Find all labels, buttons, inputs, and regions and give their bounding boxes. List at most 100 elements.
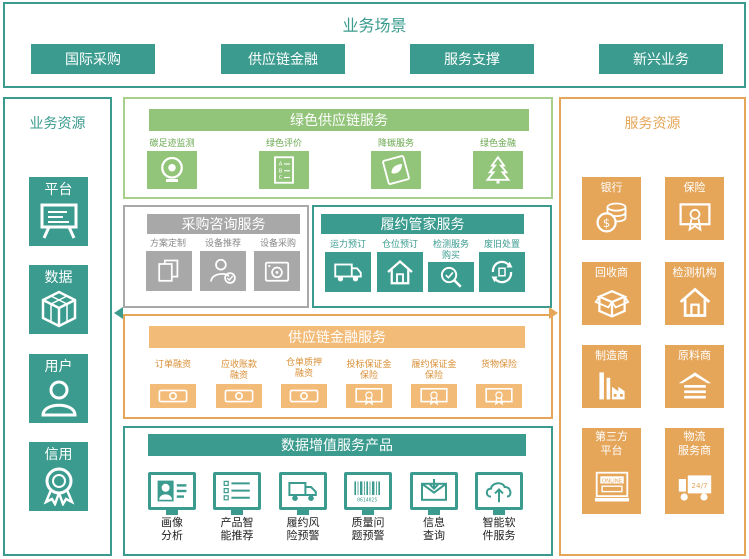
procure-item-equipment-recommend[interactable] xyxy=(200,251,246,291)
data-item-profile-label: 画像 分析 xyxy=(161,516,183,542)
scene-service-support[interactable]: 服务支撑 xyxy=(410,44,534,74)
finance-item-receivables[interactable] xyxy=(216,384,262,408)
online-label: ONLINE xyxy=(601,479,622,485)
data-item-smart-software-label: 智能软 件服务 xyxy=(482,516,516,542)
service-resources-title: 服务资源 xyxy=(624,116,681,132)
scene-international-procurement[interactable]: 国际采购 xyxy=(31,44,155,74)
service-manufacturer-label: 制造商 xyxy=(595,349,628,362)
green-item-carbon-footprint[interactable] xyxy=(147,151,197,189)
data-item-quality-alert-label: 质量问 题预警 xyxy=(351,516,385,542)
resource-data[interactable]: 数据 xyxy=(29,265,88,334)
data-item-profile[interactable] xyxy=(148,472,196,510)
procure-item-equipment-purchase[interactable] xyxy=(254,251,300,291)
finance-item-order[interactable] xyxy=(150,384,196,408)
finance-item-performance-bond-label: 履约保证金 保险 xyxy=(411,360,457,381)
fulfill-item-warehouse[interactable] xyxy=(377,252,423,292)
cloud-upload-icon xyxy=(485,482,512,503)
business-resources-title: 业务资源 xyxy=(29,116,86,132)
finance-item-warehouse-receipt[interactable] xyxy=(281,384,327,408)
magnifier-icon xyxy=(440,266,462,288)
service-manufacturer[interactable]: 制造商 xyxy=(582,345,641,408)
barcode-number: 0614025 xyxy=(357,497,377,503)
green-item-carbon-reduction[interactable] xyxy=(371,151,421,189)
business-scenes-panel xyxy=(3,2,746,88)
cash-icon xyxy=(224,389,254,403)
data-item-fulfillment-risk[interactable] xyxy=(279,472,327,510)
fulfill-item-transport[interactable] xyxy=(325,252,371,292)
arrow-left-icon xyxy=(114,307,123,319)
green-item-evaluation[interactable]: A B C xyxy=(259,151,309,189)
data-item-info-query[interactable] xyxy=(410,472,458,510)
resource-platform[interactable]: 平台 xyxy=(29,177,88,246)
resource-platform-label: 平台 xyxy=(44,182,73,198)
cube-icon xyxy=(41,290,77,328)
procurement-consulting-panel xyxy=(123,205,309,308)
resource-credit[interactable]: 信用 xyxy=(29,442,88,511)
list-icon xyxy=(223,480,250,501)
inbox-icon xyxy=(421,479,447,501)
service-third-party-platform[interactable]: 第三方 平台 ONLINE xyxy=(582,428,641,514)
data-value-added-title: 数据增值服务产品 xyxy=(148,434,526,456)
green-item-green-finance-label: 绿色金融 xyxy=(479,139,516,149)
certificate-icon xyxy=(355,388,383,406)
fulfill-item-inspection[interactable] xyxy=(428,262,474,292)
service-logistics-provider[interactable]: 物流 服务商 24/7 xyxy=(665,428,724,514)
green-item-green-finance[interactable] xyxy=(473,151,523,189)
service-resources-panel xyxy=(559,97,746,556)
service-recycler-label: 回收商 xyxy=(595,266,628,279)
checklist-icon: A B C xyxy=(274,156,294,184)
coins-icon: $ xyxy=(595,202,626,233)
factory-icon xyxy=(598,372,625,400)
home-icon xyxy=(387,260,413,285)
house-icon xyxy=(679,287,710,317)
tablet-leaf-icon xyxy=(382,155,410,185)
supply-chain-finance-title: 供应链金融服务 xyxy=(149,326,525,348)
online-shop-icon: ONLINE xyxy=(594,471,629,502)
delivery-truck-icon: 24/7 xyxy=(678,475,711,501)
finance-item-performance-bond[interactable] xyxy=(411,384,457,408)
documents-icon xyxy=(158,259,179,282)
service-insurance[interactable]: 保险 xyxy=(665,177,724,240)
scene-emerging-business[interactable]: 新兴业务 xyxy=(599,44,723,74)
green-supply-chain-panel xyxy=(123,97,553,199)
monitor-stand xyxy=(493,510,505,515)
scene-supply-chain-finance[interactable]: 供应链金融 xyxy=(221,44,345,74)
procure-item-solution-label: 方案定制 xyxy=(149,239,186,249)
finance-item-bid-bond[interactable] xyxy=(346,384,392,408)
service-logistics-provider-label: 物流 服务商 xyxy=(678,430,711,457)
fulfillment-steward-title: 履约管家服务 xyxy=(321,214,524,234)
cash-icon xyxy=(158,389,188,403)
data-item-smart-recommend-label: 产品智 能推荐 xyxy=(220,516,254,542)
service-raw-material-supplier[interactable]: 原料商 xyxy=(665,345,724,408)
finance-item-cargo-insurance[interactable] xyxy=(476,384,522,408)
business-scenes-title: 业务场景 xyxy=(342,16,407,35)
data-item-info-query-label: 信息 查询 xyxy=(423,516,445,542)
svg-text:A: A xyxy=(279,162,283,168)
service-third-party-platform-label: 第三方 平台 xyxy=(595,430,628,457)
box-icon xyxy=(593,289,630,318)
data-item-quality-alert[interactable]: 0614025 xyxy=(344,472,392,510)
service-testing-agency[interactable]: 检测机构 xyxy=(665,262,724,325)
data-item-smart-recommend[interactable] xyxy=(213,472,261,510)
green-item-evaluation-label: 绿色评价 xyxy=(265,139,302,149)
whiteboard-icon xyxy=(40,203,78,239)
fulfill-item-disposal[interactable] xyxy=(479,252,525,292)
monitor-stand xyxy=(166,510,178,515)
procure-item-solution[interactable] xyxy=(146,251,192,291)
resource-user-label: 用户 xyxy=(44,359,73,375)
service-bank[interactable]: 银行 $ xyxy=(582,177,641,240)
svg-text:C: C xyxy=(279,175,283,181)
svg-text:24/7: 24/7 xyxy=(691,481,707,490)
green-supply-chain-title: 绿色供应链服务 xyxy=(149,109,529,131)
monitor-stand xyxy=(428,510,440,515)
fulfill-item-warehouse-label: 仓位预订 xyxy=(381,240,418,250)
finance-item-bid-bond-label: 投标保证金 保险 xyxy=(346,360,392,381)
monitor-stand xyxy=(231,510,243,515)
truck-icon xyxy=(288,482,317,501)
finance-item-warehouse-receipt-label: 仓单质押 融资 xyxy=(285,358,322,379)
service-recycler[interactable]: 回收商 xyxy=(582,262,641,325)
barcode-icon: 0614025 xyxy=(354,481,380,503)
data-item-smart-software[interactable] xyxy=(475,472,523,510)
certificate-icon xyxy=(678,203,711,232)
resource-user[interactable]: 用户 xyxy=(29,354,88,423)
